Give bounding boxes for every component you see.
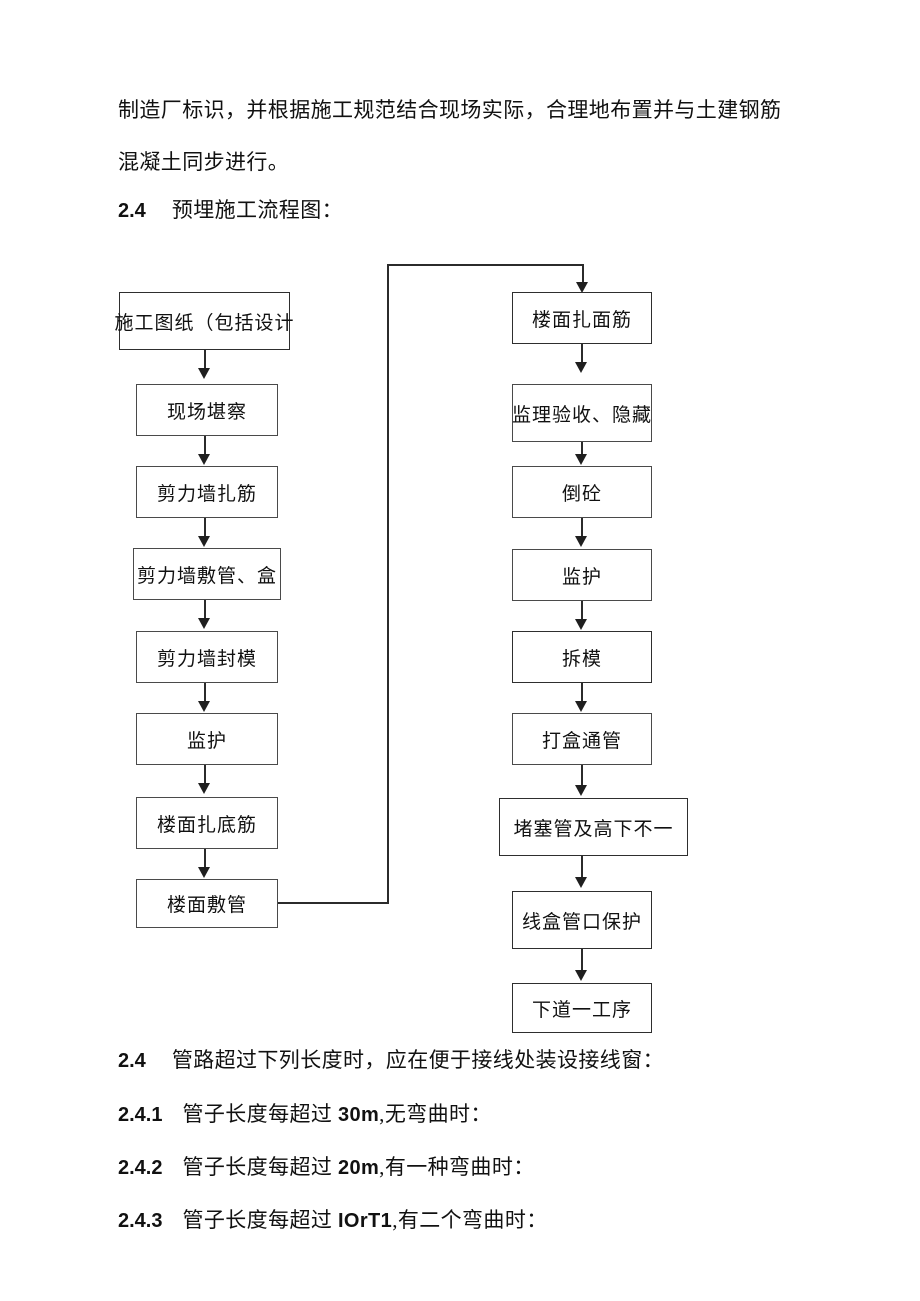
section-2-4-number: 2.4: [118, 1050, 146, 1072]
connector-right-4-5: [581, 601, 583, 623]
section-2-4-2-value: 20m: [337, 1157, 380, 1179]
connector-feedback-vertical: [387, 264, 389, 903]
flow-node-left-1: 施工图纸（包括设计: [115, 292, 294, 350]
flow-node-left-5: 剪力墙封模: [136, 631, 278, 683]
flow-node-left-8: 楼面敷管: [136, 879, 278, 928]
arrow-right-5-6: [575, 701, 587, 712]
flow-node-right-4: 监护: [512, 549, 652, 601]
connector-left-3-4: [204, 518, 206, 540]
connector-right-8-9: [581, 949, 583, 973]
connector-left-2-3: [204, 436, 206, 458]
arrow-left-3-4: [198, 536, 210, 547]
section-2-4-1-value: 30m: [337, 1104, 380, 1126]
connector-left-6-7: [204, 765, 206, 787]
section-2-4-text: 管路超过下列长度时，应在便于接线处装设接线窗：: [171, 1048, 665, 1072]
arrow-left-6-7: [198, 783, 210, 794]
arrow-left-4-5: [198, 618, 210, 629]
flow-node-right-6: 打盒通管: [512, 713, 652, 765]
flow-node-left-3: 剪力墙扎筋: [136, 466, 278, 518]
connector-right-7-8: [581, 856, 583, 881]
arrow-right-7-8: [575, 877, 587, 888]
flow-node-left-6: 监护: [136, 713, 278, 765]
flow-node-right-1: 楼面扎面筋: [512, 292, 652, 344]
section-2-4-3-value: IOrT1: [337, 1210, 393, 1232]
flow-node-right-7: 堵塞管及高下不一: [499, 798, 688, 856]
section-2-4-3-number: 2.4.3: [118, 1210, 163, 1232]
section-heading-2-4: 2.4 预埋施工流程图：: [118, 198, 344, 222]
arrow-left-7-8: [198, 867, 210, 878]
arrow-right-4-5: [575, 619, 587, 630]
arrow-right-6-7: [575, 785, 587, 796]
arrow-right-2-3: [575, 454, 587, 465]
section-2-4-2-number: 2.4.2: [118, 1157, 163, 1179]
connector-feedback-bottom: [278, 902, 389, 904]
section-2-4-bottom: 2.4 管路超过下列长度时，应在便于接线处装设接线窗：: [118, 1048, 665, 1072]
connector-feedback-down: [582, 264, 584, 286]
flow-node-left-7: 楼面扎底筋: [136, 797, 278, 849]
section-2-4-2: 2.4.2 管子长度每超过 20m,有一种弯曲时：: [118, 1155, 535, 1179]
arrow-right-8-9: [575, 970, 587, 981]
section-number: 2.4: [118, 200, 146, 222]
section-2-4-2-text-after: ,有一种弯曲时：: [379, 1155, 535, 1179]
section-2-4-3-text-after: ,有二个弯曲时：: [392, 1208, 548, 1232]
section-2-4-1-number: 2.4.1: [118, 1104, 163, 1126]
flow-node-right-9: 下道一工序: [512, 983, 652, 1033]
section-2-4-1: 2.4.1 管子长度每超过 30m,无弯曲时：: [118, 1102, 492, 1126]
arrow-left-5-6: [198, 701, 210, 712]
flow-node-right-3: 倒砼: [512, 466, 652, 518]
flow-node-right-8: 线盒管口保护: [512, 891, 652, 949]
connector-left-7-8: [204, 849, 206, 871]
arrow-left-1-2: [198, 368, 210, 379]
connector-feedback-top: [387, 264, 584, 266]
arrow-left-2-3: [198, 454, 210, 465]
section-2-4-2-text-before: 管子长度每超过: [182, 1155, 338, 1179]
section-2-4-1-text-after: ,无弯曲时：: [379, 1102, 492, 1126]
connector-left-1-2: [204, 350, 206, 372]
arrow-right-1-2: [575, 362, 587, 373]
paragraph-1: 制造厂标识，并根据施工规范结合现场实际，合理地布置并与土建钢筋: [118, 98, 782, 122]
connector-right-5-6: [581, 683, 583, 705]
section-2-4-1-text-before: 管子长度每超过: [182, 1102, 338, 1126]
arrow-right-3-4: [575, 536, 587, 547]
connector-right-6-7: [581, 765, 583, 789]
connector-left-4-5: [204, 600, 206, 622]
section-title: 预埋施工流程图：: [171, 198, 344, 222]
arrow-feedback-into-right-1: [576, 282, 588, 293]
flow-node-right-2: 监理验收、隐藏: [512, 384, 652, 442]
flow-node-left-2: 现场堪察: [136, 384, 278, 436]
paragraph-2: 混凝土同步进行。: [118, 150, 290, 174]
flow-node-left-4: 剪力墙敷管、盒: [133, 548, 281, 600]
connector-right-2-3: [581, 442, 583, 458]
section-2-4-3-text-before: 管子长度每超过: [182, 1208, 338, 1232]
section-2-4-3: 2.4.3 管子长度每超过 IOrT1,有二个弯曲时：: [118, 1208, 548, 1232]
connector-right-1-2: [581, 344, 583, 366]
flow-node-right-5: 拆模: [512, 631, 652, 683]
connector-right-3-4: [581, 518, 583, 540]
connector-left-5-6: [204, 683, 206, 705]
